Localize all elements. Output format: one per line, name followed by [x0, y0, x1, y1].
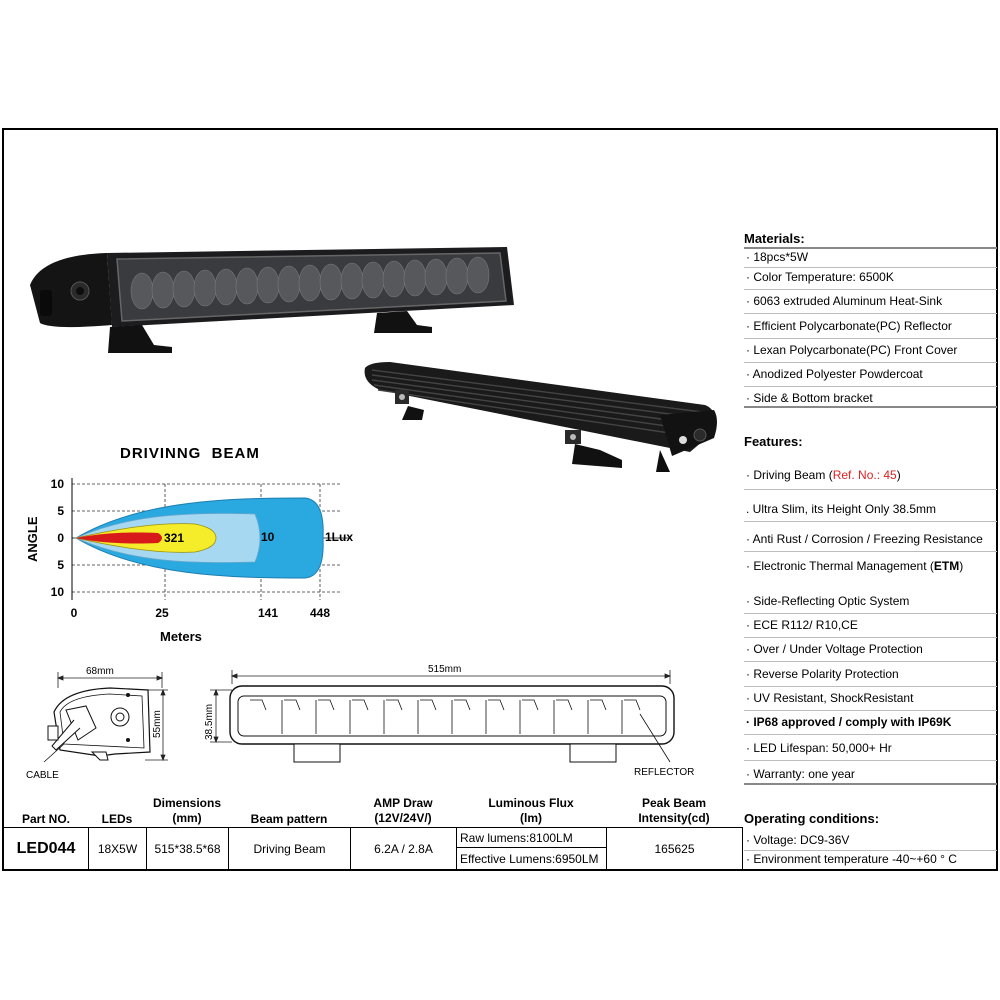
y-tick-5-top: 5 [57, 504, 64, 518]
beam-chart: 10 5 0 5 10 0 25 141 448 321 10 1Lux ANG… [25, 477, 353, 644]
beam-core [76, 532, 162, 544]
cell-dimensions: 515*38.5*68 [146, 828, 228, 869]
feature-voltage-protection: · Over / Under Voltage Protection [744, 642, 997, 662]
front-view-drawing: 515mm 38.5mm REFLECTOR [204, 664, 694, 778]
reflector-label: REFLECTOR [634, 767, 694, 778]
feature-etm: · Electronic Thermal Management (ETM) [746, 559, 964, 573]
header-leds: LEDs [101, 812, 133, 826]
cell-raw-lumens: Raw lumens:8100LM [456, 828, 606, 848]
material-item: · 18pcs*5W [744, 250, 997, 268]
y-tick-10-top: 10 [51, 477, 65, 491]
feature-lifespan: · LED Lifespan: 50,000+ Hr [744, 741, 997, 761]
cell-part-no: LED044 [16, 839, 76, 857]
material-item: · Side & Bottom bracket [746, 391, 873, 405]
side-height-label: 55mm [152, 710, 163, 738]
feature-reverse-polarity: · Reverse Polarity Protection [744, 667, 997, 687]
operating-environment: · Environment temperature -40~+60 ° C [746, 852, 957, 866]
x-tick-141: 141 [258, 606, 278, 620]
cell-effective-lumens: Effective Lumens:6950LM [456, 848, 606, 869]
material-item: · Color Temperature: 6500K [744, 270, 997, 290]
feature-ip68: · IP68 approved / comply with IP69K [744, 715, 997, 735]
material-item: · Efficient Polycarbonate(PC) Reflector [744, 319, 997, 339]
feature-driving-beam: · Driving Beam (Ref. No.: 45) [744, 468, 997, 490]
material-item: · Anodized Polyester Powdercoat [744, 367, 997, 387]
lux-label-1: 1Lux [325, 530, 353, 544]
front-width-label: 515mm [428, 664, 461, 675]
y-tick-10-bottom: 10 [51, 585, 65, 599]
feature-side-reflecting: · Side-Reflecting Optic System [744, 594, 997, 614]
cell-leds: 18X5W [88, 828, 146, 869]
cell-amp: 6.2A / 2.8A [350, 828, 456, 869]
y-tick-5-bottom: 5 [57, 558, 64, 572]
feature-anti-rust: · Anti Rust / Corrosion / Freezing Resis… [744, 532, 997, 552]
side-view-drawing: 68mm 55mm CABLE [26, 666, 168, 781]
header-beam: Beam pattern [250, 812, 328, 826]
cell-beam: Driving Beam [228, 828, 350, 869]
material-item: · 6063 extruded Aluminum Heat-Sink [744, 294, 997, 314]
side-width-label: 68mm [86, 666, 114, 677]
lux-label-10: 10 [261, 530, 275, 544]
header-amp: AMP Draw(12V/24V/) [373, 796, 433, 825]
product-photo-back [364, 362, 717, 472]
header-dimensions: Dimensions(mm) [152, 796, 221, 825]
operating-voltage: · Voltage: DC9-36V [744, 833, 997, 851]
cell-peak: 165625 [606, 828, 742, 869]
y-tick-0: 0 [57, 531, 64, 545]
feature-ece: · ECE R112/ R10,CE [744, 618, 997, 638]
header-part-no: Part NO. [21, 812, 70, 826]
x-axis-label: Meters [160, 629, 202, 644]
front-height-label: 38.5mm [204, 704, 215, 740]
feature-warranty: · Warranty: one year [746, 767, 855, 781]
cable-label: CABLE [26, 770, 59, 781]
x-tick-0: 0 [71, 606, 78, 620]
material-item: · Lexan Polycarbonate(PC) Front Cover [744, 343, 997, 363]
lux-label-321: 321 [164, 531, 184, 545]
operating-title: Operating conditions: [744, 811, 880, 826]
features-title: Features: [744, 434, 803, 449]
beam-chart-title: DRIVINNG BEAM [120, 445, 260, 462]
x-tick-448: 448 [310, 606, 330, 620]
header-flux: Luminous Flux(lm) [488, 796, 574, 825]
materials-title: Materials: [744, 231, 805, 246]
feature-uv: · UV Resistant, ShockResistant [744, 691, 997, 711]
feature-ultra-slim: . Ultra Slim, its Height Only 38.5mm [744, 502, 997, 522]
y-axis-label: ANGLE [25, 516, 40, 562]
product-photo-front [30, 247, 514, 353]
x-tick-25: 25 [155, 606, 169, 620]
